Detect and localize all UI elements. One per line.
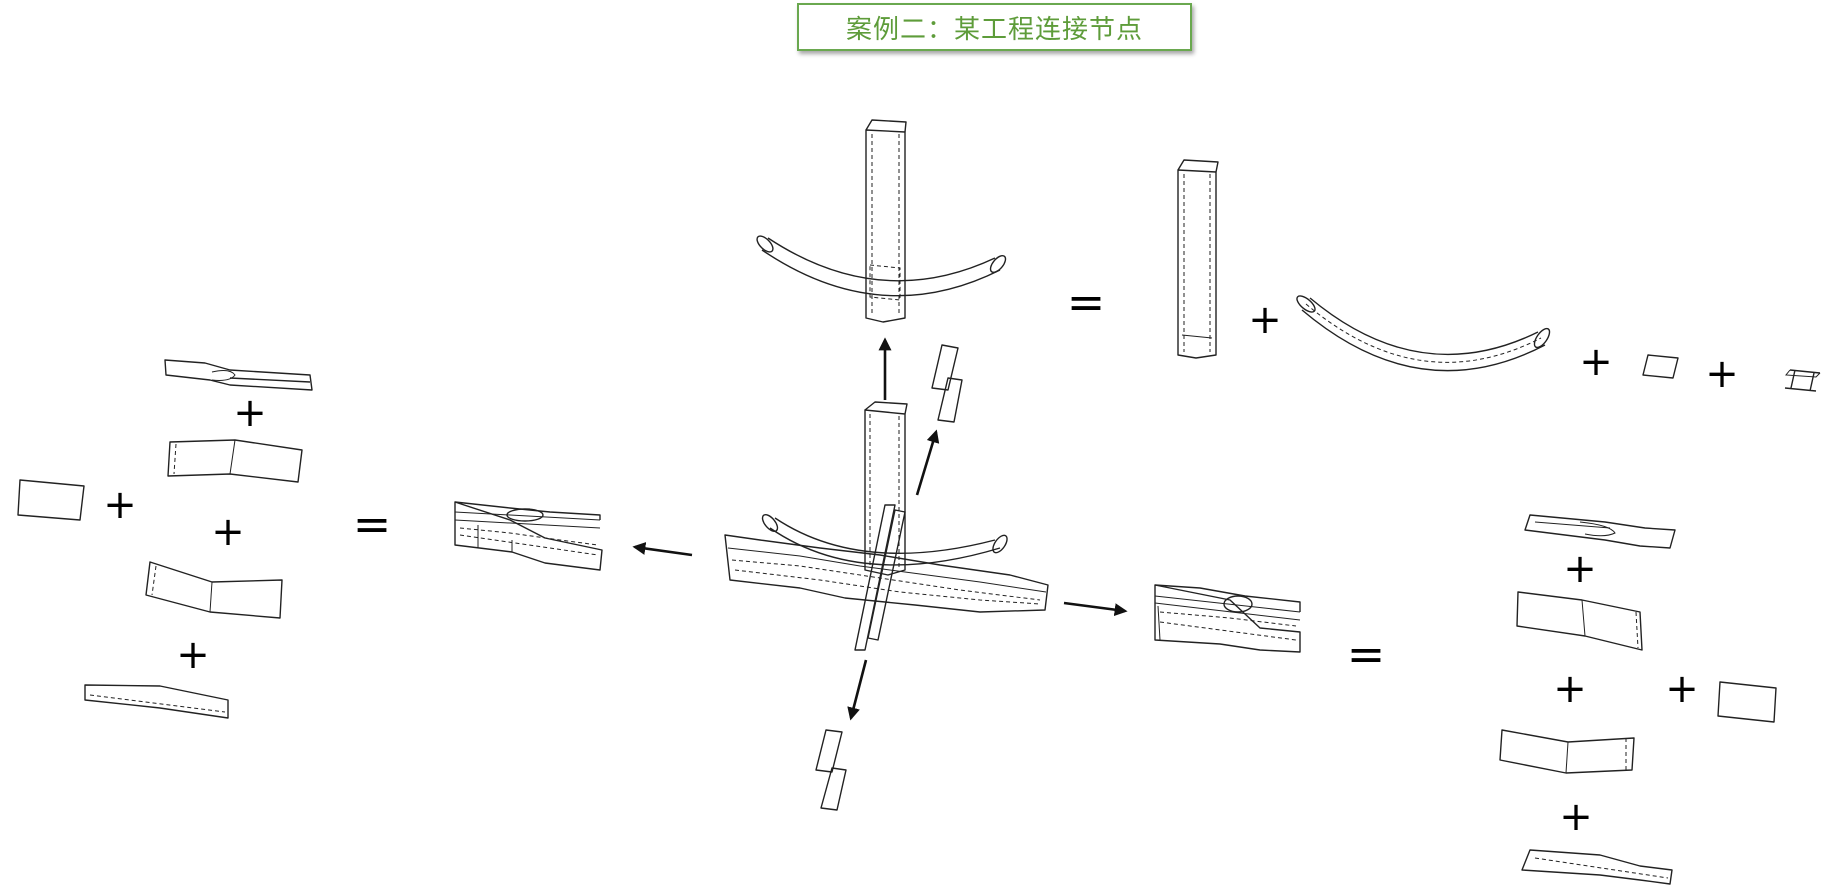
equals-sign-left: = (353, 497, 392, 551)
plus-sign-top-2: + (1579, 339, 1613, 385)
explode-arrows (632, 337, 1128, 721)
arrow-left (632, 542, 693, 557)
plus-sign-top-1: + (1248, 297, 1282, 343)
small-plate-left (17, 479, 85, 521)
right-beam-part (1154, 584, 1301, 653)
plus-sign-left-1: + (233, 390, 267, 436)
plus-sign-right-2: + (1553, 666, 1587, 712)
diagram-title: 案例二：某工程连接节点 (845, 14, 1143, 45)
right-decomposition: + + + + (1499, 514, 1777, 885)
small-plate-right (1717, 681, 1777, 723)
plus-sign-right-4: + (1559, 794, 1593, 840)
left-decomposition: + + + + (17, 359, 313, 719)
equals-sign-top: = (1067, 275, 1106, 329)
upper-plate-pair (931, 344, 963, 423)
left-beam-part (454, 501, 603, 571)
i-section-part (1784, 369, 1821, 392)
arrow-down (847, 659, 868, 721)
title-box: 案例二：某工程连接节点 (797, 3, 1192, 51)
arrow-upper-right (915, 429, 940, 496)
plus-sign-top-3: + (1705, 351, 1739, 397)
top-assembly (756, 119, 1007, 323)
plus-sign-right-1: + (1563, 546, 1597, 592)
equals-sign-right: = (1347, 627, 1386, 681)
curved-pipe-part (1296, 295, 1551, 372)
lower-plate-pair (815, 729, 847, 811)
plus-sign-right-3: + (1665, 666, 1699, 712)
plus-sign-left-3: + (211, 509, 245, 555)
central-joint-assembly (724, 401, 1049, 651)
column-part (1177, 159, 1219, 359)
arrow-right (1063, 601, 1128, 617)
plus-sign-left-2: + (103, 482, 137, 528)
plus-sign-left-4: + (176, 632, 210, 678)
top-equation: = + + + (1067, 159, 1821, 397)
small-plate-part (1642, 354, 1679, 379)
